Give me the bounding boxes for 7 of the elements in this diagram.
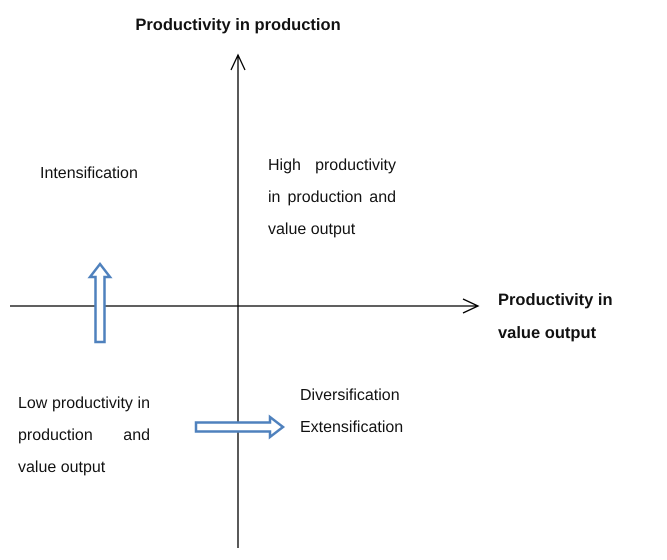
quadrant-text: High productivity in production and value output [268, 156, 396, 240]
quadrant-text: Low productivity in production and value output [18, 394, 150, 478]
quadrant-text: Intensification [40, 164, 139, 184]
quadrant-text: Diversification [300, 386, 401, 406]
quadrant-text: Extensification [300, 418, 404, 438]
axis-title: Productivity in production [134, 16, 342, 35]
axis-label: Productivity in value output [498, 290, 614, 344]
